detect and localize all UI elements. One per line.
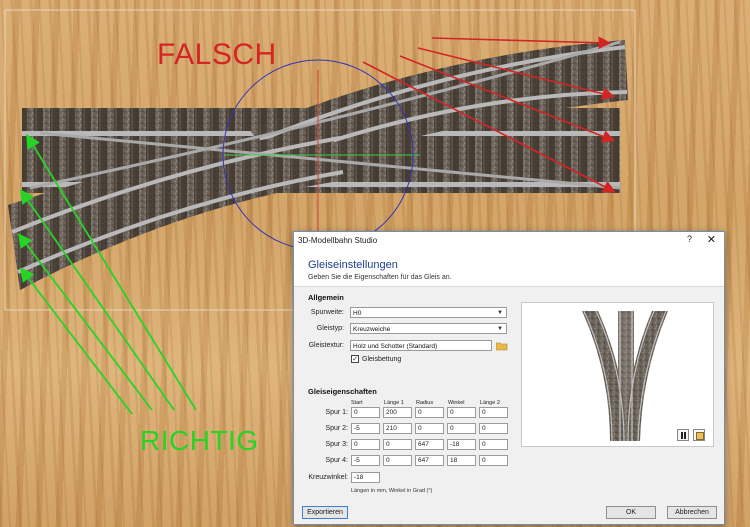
cell-angle[interactable]: -18	[447, 439, 476, 450]
cell-radius[interactable]: 0	[415, 423, 444, 434]
gauge-value: H0	[353, 310, 362, 317]
cell-radius[interactable]: 0	[415, 407, 444, 418]
type-value: Kreuzweiche	[353, 326, 391, 333]
wrong-arrows	[362, 36, 616, 193]
section-general: Allgemein	[308, 293, 344, 302]
cell-start[interactable]: -5	[351, 423, 380, 434]
dialog-heading: Gleiseinstellungen	[308, 259, 398, 271]
cell-radius[interactable]: 647	[415, 455, 444, 466]
dialog-subheading: Geben Sie die Eigenschaften für das Glei…	[308, 274, 452, 281]
gauge-select[interactable]: H0 ▼	[350, 307, 507, 318]
cell-length1[interactable]: 0	[383, 439, 412, 450]
row-label: Spur 2:	[325, 425, 348, 432]
right-arrows	[17, 133, 197, 415]
type-label: Gleistyp:	[316, 325, 344, 332]
row-label: Spur 3:	[325, 441, 348, 448]
col-radius: Radius	[416, 400, 434, 406]
cell-length2[interactable]: 0	[479, 423, 508, 434]
cell-length2[interactable]: 0	[479, 407, 508, 418]
texture-value: Holz und Schotter (Standard)	[353, 343, 438, 350]
ballast-checkbox[interactable]: ✓	[351, 355, 359, 363]
preview-track-icon	[582, 310, 668, 442]
cell-length1[interactable]: 200	[383, 407, 412, 418]
ballast-label: Gleisbettung	[362, 356, 402, 363]
cell-radius[interactable]: 647	[415, 439, 444, 450]
cell-angle[interactable]: 0	[447, 407, 476, 418]
section-track-properties: Gleiseigenschaften	[308, 387, 377, 396]
cell-start[interactable]: 0	[351, 439, 380, 450]
preview-settings-icon[interactable]	[693, 429, 705, 441]
title-bar: 3D-Modellbahn Studio ? ✕	[294, 232, 724, 250]
texture-field[interactable]: Holz und Schotter (Standard)	[350, 340, 492, 351]
window-title: 3D-Modellbahn Studio	[298, 236, 378, 245]
cell-length2[interactable]: 0	[479, 439, 508, 450]
close-icon[interactable]: ✕	[706, 234, 716, 246]
dialog-header: Gleiseinstellungen Geben Sie die Eigensc…	[294, 250, 724, 287]
row-label: Spur 1:	[325, 409, 348, 416]
wrong-label: FALSCH	[157, 38, 277, 71]
col-length2: Länge 2	[480, 400, 500, 406]
preview-view-icon[interactable]	[677, 429, 689, 441]
right-label: RICHTIG	[140, 425, 259, 456]
cell-length1[interactable]: 0	[383, 455, 412, 466]
export-button[interactable]: Exportieren	[302, 506, 348, 519]
chevron-down-icon: ▼	[497, 310, 503, 316]
col-length1: Länge 1	[384, 400, 404, 406]
col-angle: Winkel	[448, 400, 465, 406]
cancel-button[interactable]: Abbrechen	[667, 506, 717, 519]
unit-note: Längen in mm, Winkel in Grad (°)	[351, 488, 433, 494]
cell-start[interactable]: 0	[351, 407, 380, 418]
cell-start[interactable]: -5	[351, 455, 380, 466]
cell-angle[interactable]: 18	[447, 455, 476, 466]
ok-button[interactable]: OK	[606, 506, 656, 519]
cross-angle-field[interactable]: -18	[351, 472, 380, 483]
chevron-down-icon: ▼	[497, 326, 503, 332]
cell-length1[interactable]: 210	[383, 423, 412, 434]
folder-icon[interactable]	[496, 342, 508, 351]
track-settings-dialog: 3D-Modellbahn Studio ? ✕ Gleiseinstellun…	[293, 231, 725, 525]
track-preview[interactable]	[521, 302, 714, 447]
col-start: Start	[351, 400, 363, 406]
cell-angle[interactable]: 0	[447, 423, 476, 434]
type-select[interactable]: Kreuzweiche ▼	[350, 323, 507, 334]
row-label: Spur 4:	[325, 457, 348, 464]
gauge-label: Spurweite:	[310, 309, 344, 316]
help-button[interactable]: ?	[686, 234, 692, 244]
cross-angle-label: Kreuzwinkel:	[308, 474, 348, 481]
texture-label: Gleistextur:	[308, 342, 344, 349]
diverging-track-lower	[8, 128, 345, 290]
cell-length2[interactable]: 0	[479, 455, 508, 466]
